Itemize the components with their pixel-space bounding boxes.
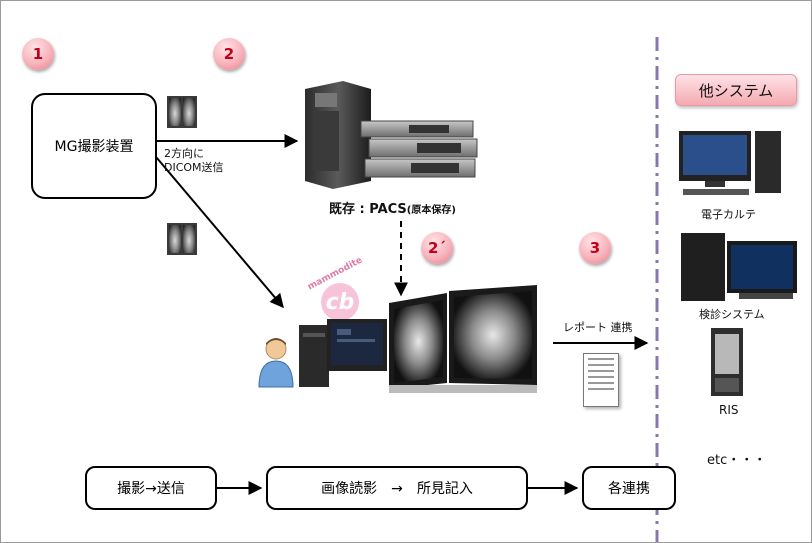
mammogram-thumbnail-icon — [167, 223, 197, 255]
flow-step-capture-send: 撮影→送信 — [85, 466, 217, 510]
server-rack-icon — [711, 328, 743, 396]
desktop-computer-icon — [679, 131, 781, 195]
arrow-mg-to-reader — [150, 150, 284, 309]
reading-workstation-icon — [299, 285, 537, 393]
other-systems-title: 他システム — [675, 74, 797, 106]
etc-label: etc・・・ — [707, 453, 767, 468]
step-badge-2: 2 — [213, 38, 245, 70]
send-note-line1: 2方向に — [164, 147, 204, 160]
report-link-label: レポート 連携 — [563, 321, 633, 334]
pacs-caption-note: (原本保存) — [406, 205, 456, 216]
flow-step-integrations: 各連携 — [582, 466, 676, 510]
system-label-screening: 検診システム — [699, 308, 765, 321]
step-badge-3: 3 — [579, 232, 611, 264]
send-note-line2: DICOM送信 — [164, 161, 224, 174]
flow-step-read-report: 画像読影 → 所見記入 — [266, 466, 528, 510]
doctor-user-icon — [258, 338, 294, 388]
pacs-caption: 既存 : PACS(原本保存) — [329, 198, 456, 217]
step-badge-1: 1 — [22, 38, 54, 70]
logo-mark: cb — [321, 283, 359, 321]
pacs-server-icon — [305, 81, 478, 189]
system-label-ehr: 電子カルテ — [701, 208, 756, 221]
workstation-icon — [681, 233, 797, 301]
report-document-icon — [583, 353, 619, 407]
mg-device-box: MG撮影装置 — [31, 93, 157, 199]
mammodite-logo: mammodite cb — [301, 255, 381, 329]
pacs-caption-main: 既存 : PACS — [329, 202, 407, 217]
mammogram-thumbnail-icon — [167, 96, 197, 128]
step-badge-2-prime: 2´ — [421, 232, 453, 264]
system-label-ris: RIS — [719, 403, 739, 417]
